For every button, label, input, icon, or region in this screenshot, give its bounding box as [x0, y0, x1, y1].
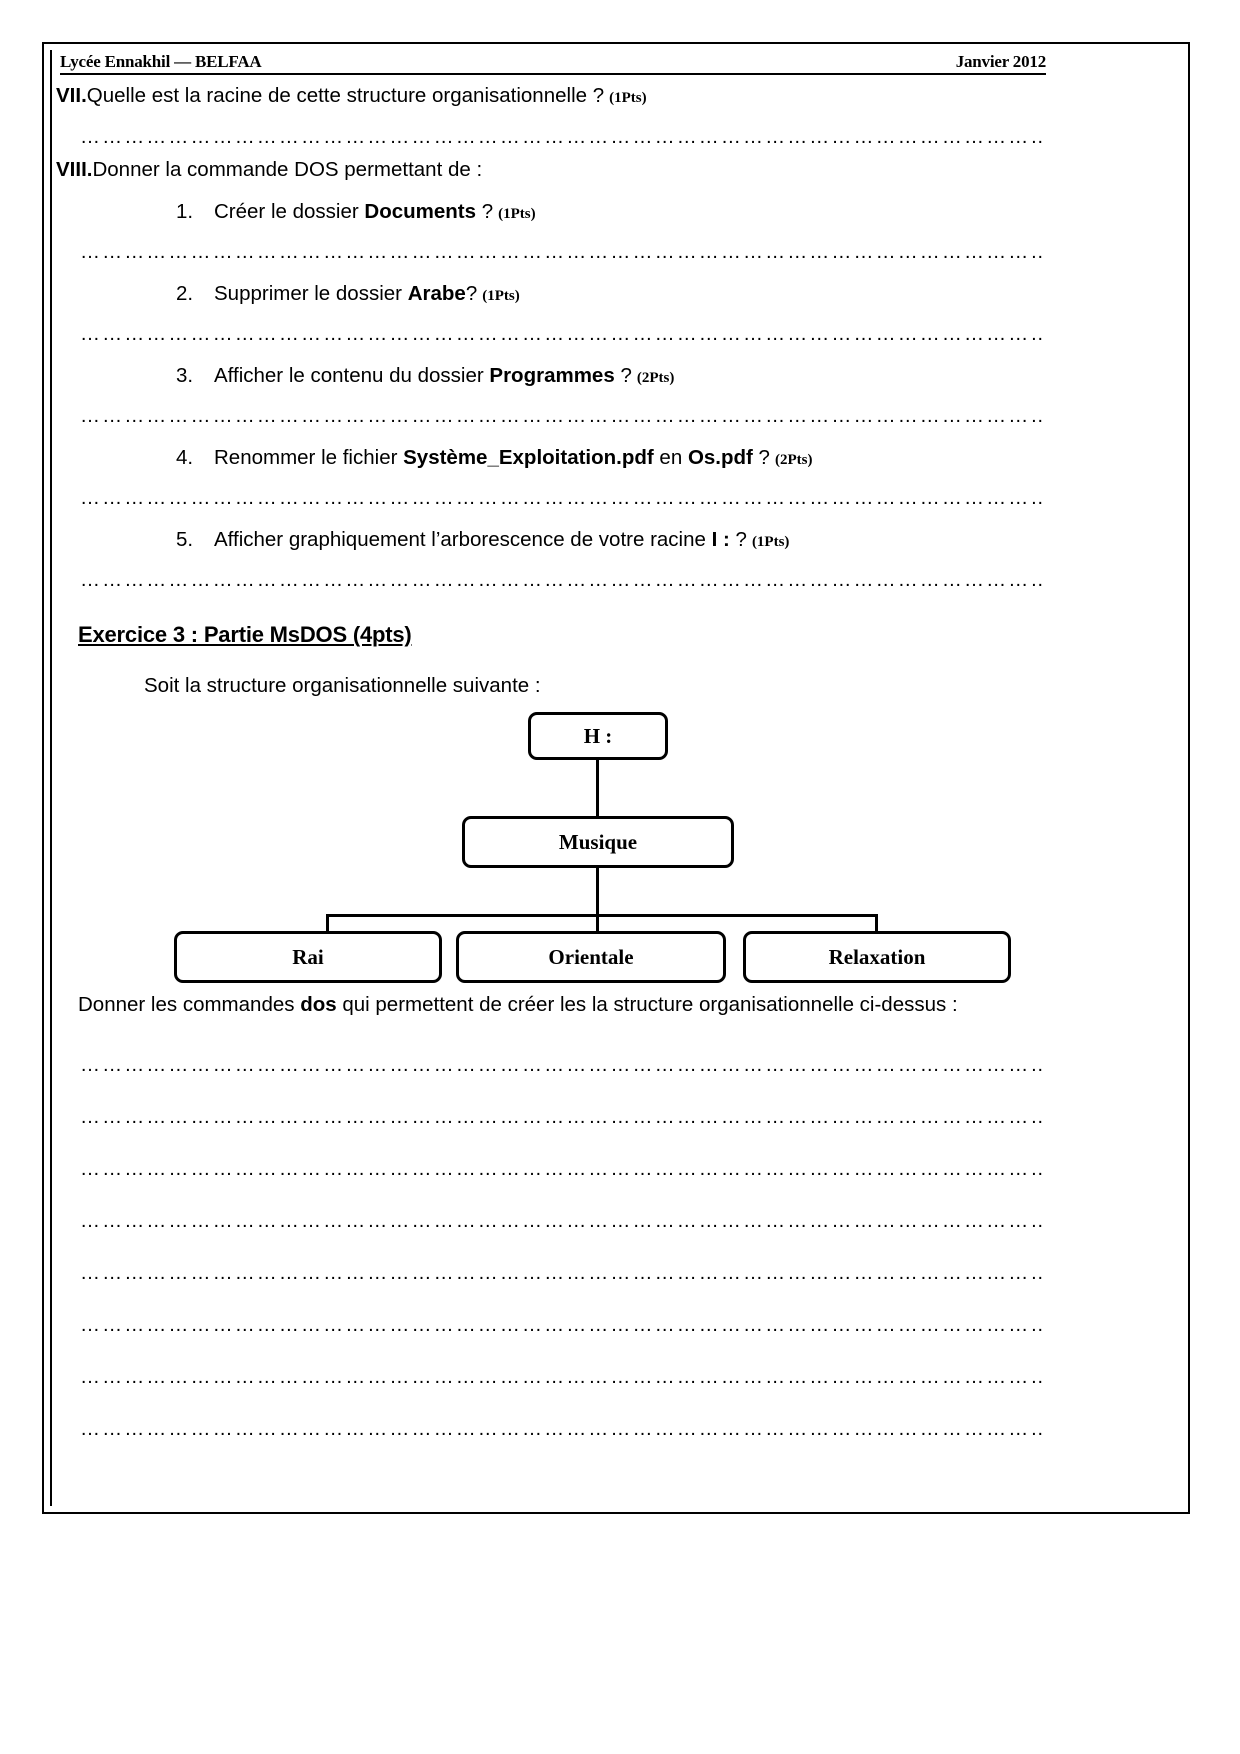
sub-item-3-index: 3.: [176, 364, 194, 388]
sub-item-4-index: 4.: [176, 446, 194, 470]
answer-line[interactable]: ……………………………………………………………………………………………………………: [80, 1419, 1044, 1441]
sub-item-5-index: 5.: [176, 528, 194, 552]
sub-item-2-suffix: ?: [465, 282, 478, 306]
sub-item-2: 2. Supprimer le dossier Arabe?(1Pts): [176, 282, 1178, 306]
closing-part1: Donner les commandes: [78, 993, 301, 1017]
sub-item-5-suffix: ?: [729, 528, 747, 552]
sub-item-3: 3. Afficher le contenu du dossier Progra…: [176, 364, 1178, 388]
tree-node-root: H :: [528, 712, 668, 761]
answer-line[interactable]: ……………………………………………………………………………………………………………: [80, 324, 1044, 346]
sub-item-1-points: (1Pts): [498, 206, 536, 223]
answer-lines-block: ……………………………………………………………………………………………………………: [56, 1055, 1178, 1441]
tree-node-rai: Rai: [174, 931, 442, 984]
sub-item-5-strong: I :: [711, 528, 730, 552]
sub-item-2-index: 2.: [176, 282, 194, 306]
sub-item-3-points: (2Pts): [636, 370, 675, 387]
sub-item-2-strong: Arabe: [407, 282, 466, 306]
folder-tree-diagram: H : Musique Rai Orientale Relaxation: [56, 712, 1056, 984]
answer-line[interactable]: ……………………………………………………………………………………………………………: [80, 242, 1044, 264]
sub-item-1-suffix: ?: [476, 200, 494, 224]
sub-item-4-prefix: Renommer le fichier: [214, 446, 404, 470]
sub-item-4-points: (2Pts): [774, 452, 813, 469]
answer-line[interactable]: ……………………………………………………………………………………………………………: [80, 1263, 1044, 1285]
closing-instruction: Donner les commandes dos qui permettent …: [78, 986, 1060, 1025]
sub-item-2-prefix: Supprimer le dossier: [214, 282, 408, 306]
tree-node-musique: Musique: [462, 816, 734, 869]
question-viii-text: Donner la commande DOS permettant de :: [92, 157, 483, 181]
sub-item-1-prefix: Créer le dossier: [214, 200, 365, 224]
sub-item-3-strong: Programmes: [489, 364, 615, 388]
sub-item-4-mid: en: [653, 446, 688, 470]
exercise-intro: Soit la structure organisationnelle suiv…: [144, 674, 541, 698]
answer-line[interactable]: ……………………………………………………………………………………………………………: [80, 1211, 1044, 1233]
exam-date: Janvier 2012: [955, 52, 1047, 71]
sub-item-3-prefix: Afficher le contenu du dossier: [214, 364, 490, 388]
sub-item-1-text: Créer le dossier Documents ?(1Pts): [214, 200, 536, 224]
sub-item-5-text: Afficher graphiquement l’arborescence de…: [214, 528, 789, 552]
sub-item-2-points: (1Pts): [482, 288, 520, 305]
answer-line[interactable]: ……………………………………………………………………………………………………………: [80, 488, 1044, 510]
page-border: [42, 42, 1190, 1514]
sub-item-1-strong: Documents: [364, 200, 477, 224]
exercise-title: Exercice 3 : Partie MsDOS (4pts): [78, 622, 412, 648]
sub-item-5: 5. Afficher graphiquement l’arborescence…: [176, 528, 1178, 552]
school-name: Lycée Ennakhil — BELFAA: [60, 52, 262, 71]
question-vii: VII. Quelle est la racine de cette struc…: [56, 83, 1178, 109]
answer-line[interactable]: ……………………………………………………………………………………………………………: [80, 126, 1044, 148]
question-vii-number: VII.: [56, 84, 87, 107]
page-border-inner: [50, 50, 1182, 1506]
sub-item-2-text: Supprimer le dossier Arabe?(1Pts): [214, 282, 520, 306]
tree-edge-root-to-musique: [596, 760, 599, 817]
closing-part2: qui permettent de créer les la structure…: [336, 993, 958, 1017]
closing-strong: dos: [300, 993, 337, 1017]
sub-item-4: 4. Renommer le fichier Système_Exploitat…: [176, 446, 1178, 470]
sub-item-4-strong2: Os.pdf: [687, 446, 753, 470]
tree-edge-leg-relaxation: [875, 914, 878, 934]
tree-node-orientale: Orientale: [456, 931, 726, 984]
sub-item-5-prefix: Afficher graphiquement l’arborescence de…: [214, 528, 712, 552]
sub-item-5-points: (1Pts): [751, 534, 790, 551]
tree-edge-musique-to-bus: [596, 868, 599, 917]
sub-item-4-text: Renommer le fichier Système_Exploitation…: [214, 446, 812, 470]
sub-item-3-suffix: ?: [614, 364, 632, 388]
sub-item-1-index: 1.: [176, 200, 194, 224]
tree-edge-leg-rai: [326, 914, 329, 934]
tree-node-relaxation: Relaxation: [743, 931, 1011, 984]
answer-line[interactable]: ……………………………………………………………………………………………………………: [80, 1055, 1044, 1077]
document-header: Lycée Ennakhil — BELFAA Janvier 2012: [60, 52, 1046, 75]
answer-line[interactable]: ……………………………………………………………………………………………………………: [80, 1367, 1044, 1389]
question-viii: VIII. Donner la commande DOS permettant …: [56, 157, 1178, 183]
question-vii-text: Quelle est la racine de cette structure …: [86, 84, 605, 107]
tree-edge-horizontal-bus: [326, 914, 878, 918]
sub-item-4-strong: Système_Exploitation.pdf: [403, 446, 654, 470]
sub-item-4-suffix: ?: [752, 446, 770, 470]
question-vii-points: (1Pts): [609, 90, 647, 106]
sub-item-1: 1. Créer le dossier Documents ?(1Pts): [176, 200, 1178, 224]
tree-edge-leg-orientale: [596, 914, 599, 934]
answer-line[interactable]: ……………………………………………………………………………………………………………: [80, 1107, 1044, 1129]
question-viii-number: VIII.: [56, 157, 93, 181]
answer-line[interactable]: ……………………………………………………………………………………………………………: [80, 1315, 1044, 1337]
page-content: Lycée Ennakhil — BELFAA Janvier 2012 VII…: [56, 52, 1178, 1441]
sub-item-3-text: Afficher le contenu du dossier Programme…: [214, 364, 674, 388]
answer-line[interactable]: ……………………………………………………………………………………………………………: [80, 570, 1044, 592]
answer-line[interactable]: ……………………………………………………………………………………………………………: [80, 1159, 1044, 1181]
answer-line[interactable]: ……………………………………………………………………………………………………………: [80, 406, 1044, 428]
